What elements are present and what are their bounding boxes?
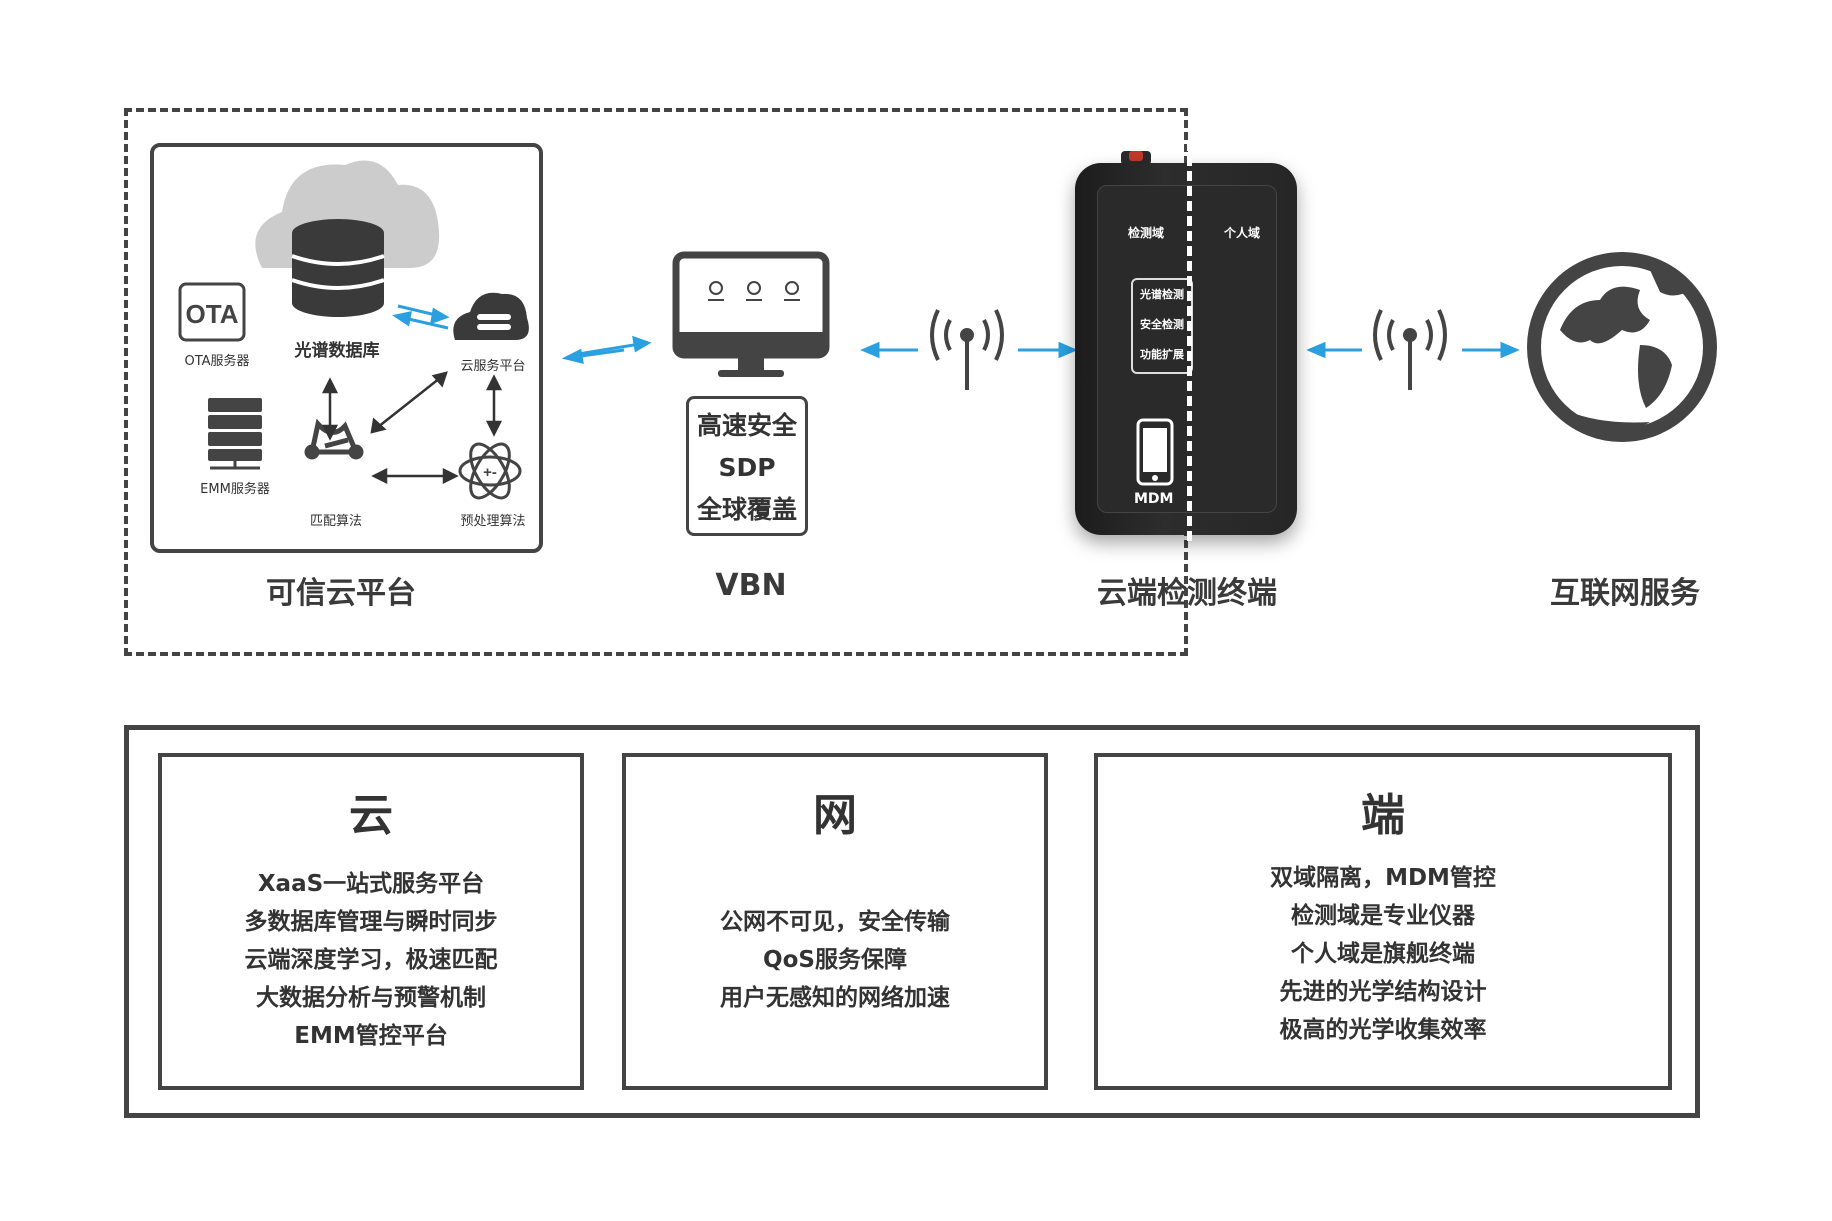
globe-icon: [1527, 252, 1717, 442]
vbn-feature-box: 高速安全 SDP 全球覆盖: [686, 396, 808, 536]
match-algorithm-label: 匹配算法: [309, 514, 362, 529]
cloud-service-label: 云服务平台: [460, 359, 526, 374]
card-line: 用户无感知的网络加速: [720, 985, 950, 1011]
card-line: 检测域是专业仪器: [1291, 903, 1475, 929]
domain-divider: [1187, 141, 1192, 541]
card-line: 多数据库管理与瞬时同步: [244, 909, 498, 935]
power-led: [1129, 151, 1143, 161]
detect-domain-label: 检测域: [1128, 226, 1165, 240]
phone-icon: [1136, 418, 1174, 486]
card-line: QoS服务保障: [763, 947, 907, 973]
preprocess-algorithm-label: 预处理算法: [460, 514, 526, 529]
cloud-detection-terminal-device: 检测域 个人域 光谱检测 安全检测 功能扩展 MDM: [1075, 141, 1297, 541]
ota-server-label: OTA服务器: [184, 354, 250, 369]
card-network: 网 公网不可见，安全传输 QoS服务保障 用户无感知的网络加速: [622, 753, 1048, 1090]
card-line: XaaS一站式服务平台: [257, 871, 485, 897]
card-title: 云: [349, 790, 393, 841]
card-cloud: 云 XaaS一站式服务平台 多数据库管理与瞬时同步 云端深度学习，极速匹配 大数…: [158, 753, 584, 1090]
section-title-cloud: 可信云平台: [266, 576, 416, 611]
cloud-service-icon: [453, 292, 529, 340]
card-line: 双域隔离，MDM管控: [1270, 865, 1496, 891]
card-terminal: 端 双域隔离，MDM管控 检测域是专业仪器 个人域是旗舰终端 先进的光学结构设计…: [1094, 753, 1672, 1090]
atom-icon: +-: [458, 442, 522, 500]
section-title-internet: 互联网服务: [1550, 576, 1700, 611]
antenna-icon-left: [930, 309, 1004, 390]
section-title-terminal: 云端检测终端: [1097, 576, 1277, 611]
card-line: 个人域是旗舰终端: [1291, 941, 1475, 967]
card-title: 端: [1361, 790, 1405, 841]
function-item: 功能扩展: [1140, 348, 1184, 361]
summary-frame: [124, 725, 1700, 1118]
antenna-icon-right: [1373, 309, 1447, 390]
card-title: 网: [813, 790, 857, 841]
mdm-label: MDM: [1134, 491, 1174, 507]
emm-server-icon: [208, 398, 262, 470]
vbn-feature-item: 全球覆盖: [696, 495, 797, 524]
function-list: 光谱检测 安全检测 功能扩展: [1131, 278, 1193, 374]
ota-icon-text: OTA: [186, 299, 239, 329]
internal-connectors: [321, 371, 503, 485]
db-bottom: [292, 289, 384, 317]
arrows-terminal-internet: [1306, 341, 1520, 359]
arrows-cloud-vbn: [561, 335, 652, 365]
personal-domain-label: 个人域: [1224, 226, 1261, 240]
section-title-vbn: VBN: [715, 568, 787, 603]
arrows-vbn-terminal: [860, 341, 1078, 359]
card-line: 云端深度学习，极速匹配: [244, 947, 498, 973]
cloud-database-icon: [255, 160, 440, 317]
monitor-icon: [672, 251, 830, 377]
vbn-feature-item: SDP: [718, 453, 776, 482]
device-button: [1121, 151, 1151, 165]
sync-arrows: [392, 304, 450, 330]
device-body: 检测域 个人域 光谱检测 安全检测 功能扩展 MDM: [1075, 163, 1297, 535]
card-line: EMM管控平台: [294, 1023, 448, 1049]
atom-icon-text: +-: [483, 464, 497, 481]
card-line: 公网不可见，安全传输: [720, 909, 950, 935]
ota-server-icon: OTA: [178, 282, 246, 342]
function-item: 安全检测: [1140, 318, 1184, 331]
emm-server-label: EMM服务器: [200, 482, 270, 497]
vbn-feature-item: 高速安全: [696, 411, 797, 440]
card-line: 大数据分析与预警机制: [256, 985, 486, 1011]
card-line: 极高的光学收集效率: [1279, 1017, 1487, 1043]
card-line: 先进的光学结构设计: [1279, 979, 1487, 1005]
spectrum-db-label: 光谱数据库: [294, 341, 380, 361]
function-item: 光谱检测: [1140, 288, 1184, 301]
cloud-platform-panel: [150, 143, 543, 553]
